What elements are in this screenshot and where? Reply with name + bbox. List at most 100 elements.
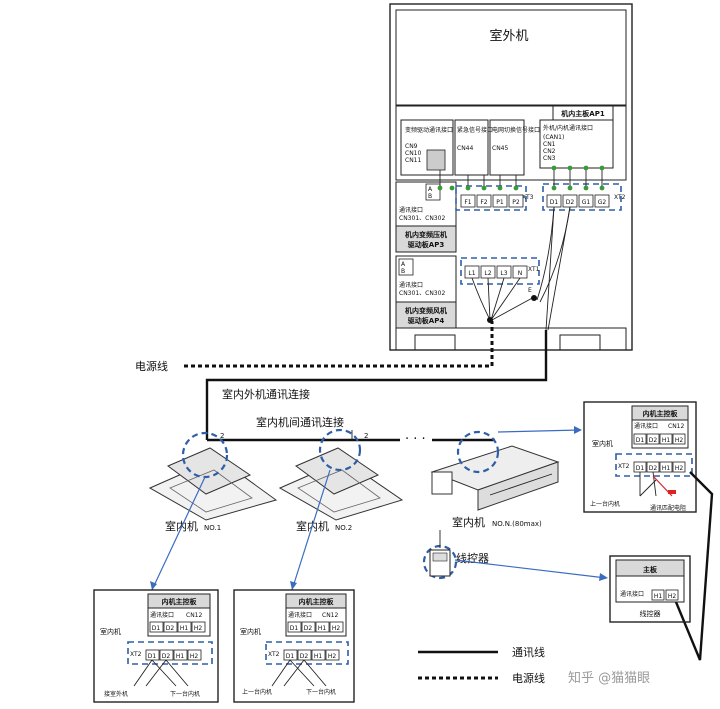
indoor-unit-2-number: NO.2 (335, 524, 352, 532)
xt1-label: XT1 (528, 266, 540, 273)
terminal-label: D1 (636, 465, 645, 472)
leader-line-2 (291, 469, 331, 591)
detail-indoor-n: 内机主控板 通讯接口 CN12 D1 D2 H1 H2 室内机 XT2 D1 D… (583, 401, 697, 513)
legend-power-label: 电源线 (512, 671, 545, 685)
inv-comm-pin: CN9 (405, 143, 418, 150)
emergency-port: 紧急信号接口 (457, 126, 493, 134)
wire-count-label: 2 (364, 432, 368, 440)
indoor-board-title: 内机主控板 (643, 409, 679, 418)
terminal-label: H2 (194, 625, 203, 632)
terminal-label: H1 (662, 465, 671, 472)
terminal-label: D1 (290, 625, 299, 632)
leader-line-1 (151, 476, 206, 591)
indoor-unit-n-label: 室内机 (452, 515, 485, 529)
terminal-label: H2 (668, 593, 677, 600)
inv-comm-pin: CN11 (405, 157, 421, 164)
ab-label-b: B (428, 193, 432, 200)
wire-count-label: 2 (220, 432, 224, 440)
terminal-label: H1 (654, 593, 663, 600)
outdoor-unit: 室外机 机内主板AP1 变频驱动通讯接口 CN9 CN10 CN11 紧急信号接… (389, 3, 633, 351)
terminal-label: P1 (496, 199, 504, 206)
controller-comm-port: 通讯接口 (620, 590, 644, 598)
terminal-label: D1 (636, 437, 645, 444)
terminal-label: L3 (500, 270, 507, 277)
xt2-label: XT2 (614, 194, 626, 201)
terminal-label: H2 (190, 653, 199, 660)
earth-label: E (528, 287, 532, 294)
indoor-board-comm-pin: CN12 (186, 612, 202, 619)
ab-label-a: A (401, 261, 406, 268)
leader-line-n (497, 429, 581, 433)
emergency-pin: CN44 (457, 145, 473, 152)
comp-board-comm: 通讯接口 (399, 206, 423, 214)
leader-line-controller (454, 559, 607, 579)
terminal-label: H1 (662, 437, 671, 444)
main-board-title: 机内主板AP1 (561, 109, 605, 118)
indoor-board-title: 内机主控板 (299, 597, 335, 606)
outdoor-indoor-comm-line (205, 330, 548, 440)
legend: 通讯线 电源线 (418, 645, 545, 685)
xt2-label: XT2 (268, 651, 280, 658)
terminal-label: D1 (148, 653, 157, 660)
terminal-label: P2 (512, 199, 520, 206)
xt2-terminals: D1 D2 G1 G2 (546, 165, 610, 208)
terminal-label: H2 (332, 625, 341, 632)
indoor-unit-1: 室内机 NO.1 (148, 431, 278, 533)
indoor-comm-pin: CN1 (543, 141, 556, 148)
terminal-label: D1 (286, 653, 295, 660)
detail-indoor-1: 内机主控板 通讯接口 CN12 D1 D2 H1 H2 室内机 XT2 D1 D… (93, 589, 219, 703)
terminal-label: H2 (675, 437, 684, 444)
from-prev-label: 上一台内机 (242, 688, 272, 696)
xt3-terminals: F1 F2 P1 P2 (437, 170, 524, 208)
inv-comm-port: 变频驱动通讯接口 (405, 126, 453, 134)
terminal-label: H1 (176, 653, 185, 660)
indoor-side-label: 室内机 (592, 439, 613, 448)
terminal-label: D2 (566, 199, 575, 206)
terminal-label: D2 (300, 653, 309, 660)
meter-port: 电网切换信号接口 (492, 126, 540, 134)
legend-comm-label: 通讯线 (512, 645, 545, 659)
detail-indoor-2: 内机主控板 通讯接口 CN12 D1 D2 H1 H2 室内机 XT2 D1 D… (233, 589, 355, 703)
indoor-unit-n-number: NO.N.(80max) (492, 520, 542, 528)
xt3-label: XT3 (522, 194, 534, 201)
indoor-board-comm-pin: CN12 (322, 612, 338, 619)
watermark: 知乎 @猫猫眼 (568, 670, 650, 686)
fan-board-pins: CN301、CN302 (399, 290, 445, 297)
ab-label-b: B (401, 268, 405, 275)
detail-controller: 主板 通讯接口 H1 H2 线控器 (609, 555, 691, 623)
matching-resistor-label: 通讯匹配电阻 (650, 504, 686, 512)
controller-board-title: 主板 (643, 565, 658, 574)
indoor-unit-n: 室内机 NO.N.(80max) (430, 430, 560, 529)
terminal-label: H2 (675, 465, 684, 472)
terminal-label: H1 (314, 653, 323, 660)
indoor-board-comm-pin: CN12 (668, 423, 684, 430)
indoor-board-title: 内机主控板 (162, 597, 198, 606)
wired-controller: 线控器 (422, 530, 489, 580)
terminal-label: D2 (162, 653, 171, 660)
inv-comm-pin: CN10 (405, 150, 421, 157)
terminal-label: N (518, 270, 523, 277)
terminal-label: L2 (484, 270, 491, 277)
indoor-board-comm-port: 通讯接口 (150, 611, 174, 619)
comp-board-title: 机内变频压机驱动板AP3 (405, 230, 447, 249)
indoor-board-comm-port: 通讯接口 (288, 611, 312, 619)
power-line-main (184, 321, 494, 368)
xt1-terminals: L1 L2 L3 N (464, 265, 528, 279)
indoor-indoor-comm-label: 室内机间通讯连接 (256, 415, 344, 429)
terminal-label: D1 (152, 625, 161, 632)
indoor-comm-pin: CN2 (543, 148, 556, 155)
xt2-label: XT2 (130, 651, 142, 658)
terminal-label: D1 (550, 199, 559, 206)
to-next-label: 下一台内机 (306, 688, 336, 696)
outdoor-unit-title: 室外机 (489, 28, 528, 44)
fan-board-title: 机内变频风机驱动板AP4 (405, 306, 447, 325)
terminal-label: H1 (318, 625, 327, 632)
indoor-unit-2: 室内机 NO.2 (278, 428, 404, 533)
terminal-label: H1 (180, 625, 189, 632)
to-next-label: 下一台内机 (170, 690, 200, 698)
terminal-label: H2 (328, 653, 337, 660)
indoor-comm-pin: CN3 (543, 155, 556, 162)
terminal-label: G1 (582, 199, 591, 206)
